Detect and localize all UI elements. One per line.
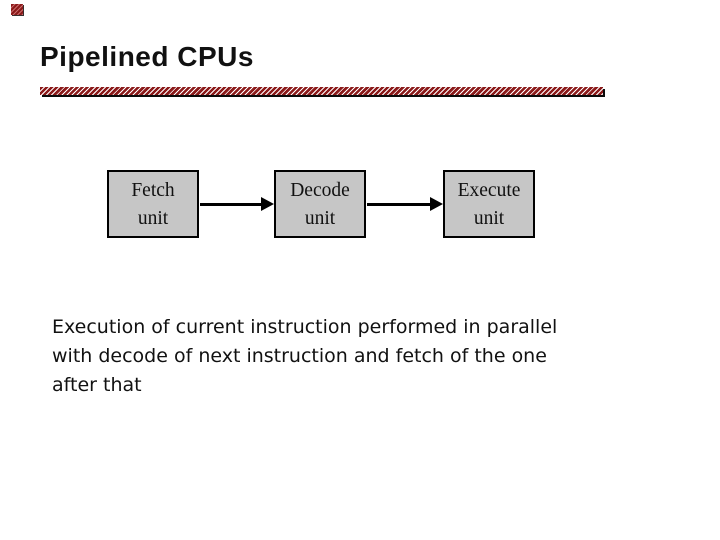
decode-unit-label-line2: unit [304, 208, 336, 229]
body-line: Execution of current instruction perform… [52, 316, 558, 338]
arrow-line [367, 202, 432, 206]
fetch-unit-label-line1: Fetch [131, 180, 175, 201]
arrow-right-icon [261, 197, 274, 211]
fetch-unit-label-line2: unit [137, 208, 169, 229]
decode-unit-label-line1: Decode [290, 180, 350, 201]
decode-unit-box: Decode unit [274, 170, 366, 238]
execute-unit-box: Execute unit [443, 170, 535, 238]
execute-unit-label-line2: unit [473, 208, 505, 229]
arrow-decode-to-execute [367, 197, 443, 211]
execute-unit-label-line1: Execute [457, 180, 521, 201]
corner-accent-square [11, 4, 23, 15]
fetch-unit-box: Fetch unit [107, 170, 199, 238]
arrow-right-icon [430, 197, 443, 211]
arrow-line [200, 202, 263, 206]
body-paragraph: Execution of current instruction perform… [52, 313, 557, 400]
arrow-fetch-to-decode [200, 197, 274, 211]
title-underline-rule [40, 87, 603, 95]
body-line: after that [52, 374, 142, 396]
slide-title: Pipelined CPUs [40, 41, 254, 72]
body-line: with decode of next instruction and fetc… [52, 345, 547, 367]
